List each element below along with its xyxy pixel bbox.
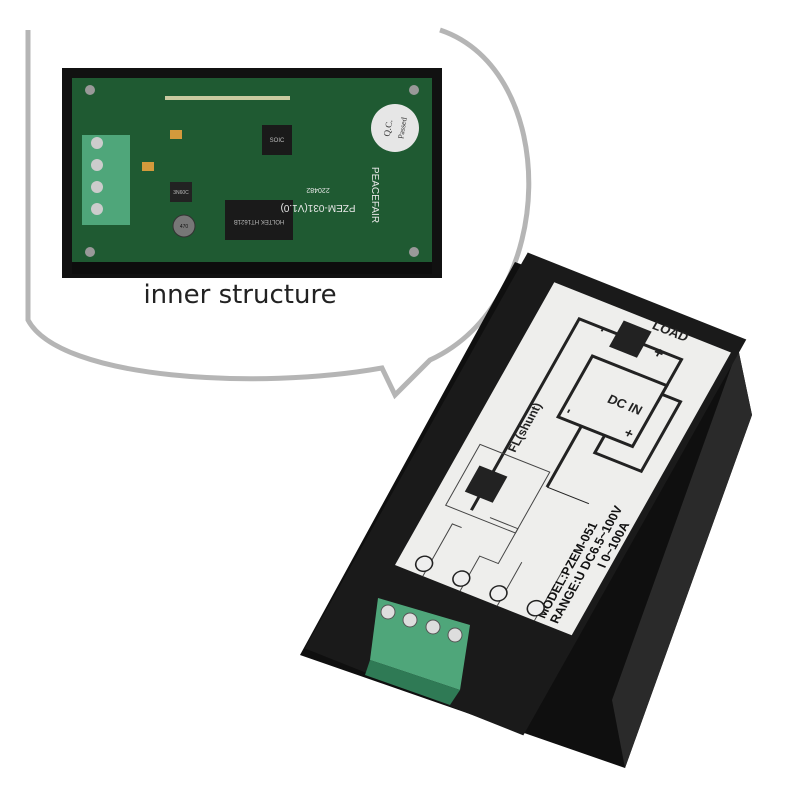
svg-text:Passed: Passed — [396, 117, 409, 140]
screw-terminal-inner — [82, 135, 130, 225]
pcb-code: 220482 — [306, 186, 329, 193]
transistor — [170, 182, 192, 202]
screw-terminal-block — [365, 598, 470, 705]
mcu-chip — [262, 125, 292, 155]
caption-inner-structure: inner structure — [143, 280, 337, 310]
qc-sticker: Q.C. Passed — [371, 104, 419, 152]
pcb-brand: PEACEFAIR — [369, 167, 380, 223]
terminal-screws-on-label — [414, 555, 545, 617]
svg-text:Q.C.: Q.C. — [382, 119, 395, 137]
capacitor — [172, 214, 196, 238]
mcu-label: SOIC — [270, 138, 285, 144]
load-minus: - — [593, 324, 611, 335]
pcb-header-pins — [165, 96, 290, 100]
device-flange — [612, 348, 752, 768]
meter-device: LOAD - + DC IN - + FL(shunt) MODEL:PZEM-… — [300, 252, 752, 768]
shunt-symbol — [464, 465, 508, 503]
dc-minus: - — [559, 405, 576, 415]
chip-label: HOLTEK HT1621B — [234, 218, 285, 224]
transistor-label: 3N60C — [173, 190, 189, 196]
pcb-photo: HOLTEK HT1621B SOIC 3N60C 470 PEACEFAIR … — [62, 68, 442, 278]
load-symbol — [609, 320, 652, 358]
pcb-model: PZEM-031(V1.0) — [280, 202, 355, 213]
capacitor-label: 470 — [180, 224, 189, 230]
holtek-chip — [225, 200, 293, 240]
